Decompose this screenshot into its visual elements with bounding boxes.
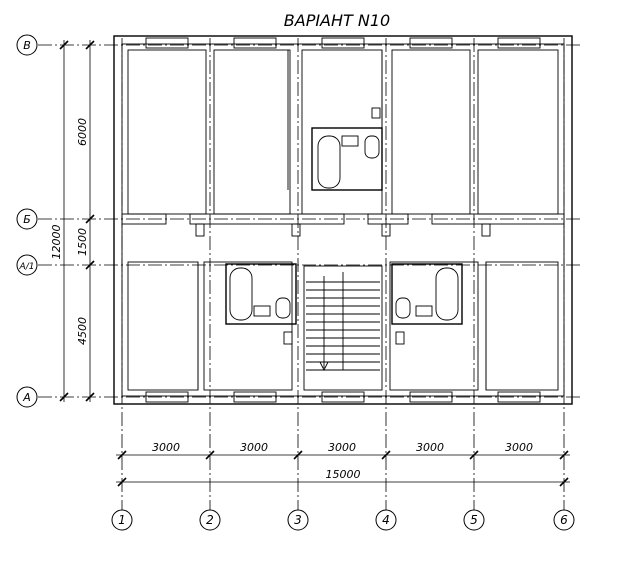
axis-bubble-4 [375,509,397,531]
axis-label-3: 3 [294,513,302,527]
vent-icon [283,331,293,345]
vent-icon [395,331,405,345]
axis-label-a1: А/1 [19,262,35,272]
window-top-2 [233,37,277,49]
axis-bubbles-vertical: 1 2 3 4 5 6 [111,509,575,531]
axis-label-2: 2 [206,513,214,527]
bathroom-right [391,263,463,345]
corridor-wall-mid-left [189,213,345,225]
toilet-icon [364,135,380,159]
bathtub-icon [435,267,459,321]
axis-bubble-b [16,208,38,230]
axis-label-v: В [23,39,31,52]
dim-overall-width: 15000 [326,468,361,481]
window-bottom-1 [145,391,189,403]
axis-bubble-1 [111,509,133,531]
bathroom-left-enclosure [225,263,297,325]
dim-bay-1: 3000 [152,441,180,454]
corridor-wall-left [121,213,167,225]
window-top-5 [497,37,541,49]
axis-label-6: 6 [560,513,568,527]
dim-bay-5: 3000 [505,441,533,454]
grid-axes [38,38,580,512]
room-bottom-4 [389,261,479,391]
dim-depth-4500: 4500 [76,317,89,345]
corridor-stub-2 [291,223,301,237]
dim-bay-4: 3000 [416,441,444,454]
corridor-wall-right [431,213,565,225]
room-top-4 [391,49,471,215]
dim-depth-1500: 1500 [76,228,89,256]
bathroom-top-enclosure [311,127,383,191]
dim-depth-overall: 12000 [50,225,63,260]
bathtub-icon [229,267,253,321]
drawing-title: ВАРІАНТ N10 [284,11,390,30]
axis-bubble-a1 [16,254,38,276]
bathtub-icon [317,135,341,189]
dim-bay-3: 3000 [328,441,356,454]
axis-label-4: 4 [382,513,390,527]
window-top-3 [321,37,365,49]
stairwell [303,265,383,391]
axis-label-5: 5 [470,513,478,527]
axis-bubble-5 [463,509,485,531]
axis-bubble-2 [199,509,221,531]
room-top-5 [477,49,559,215]
axis-bubble-3 [287,509,309,531]
left-dimensions: 12000 6000 1500 4500 [50,40,95,402]
axis-label-b: Б [23,213,31,226]
bathroom-right-enclosure [391,263,463,325]
axis-bubbles-horizontal: В Б А/1 А [16,34,38,408]
room-bottom-2 [203,261,293,391]
window-bottom-4 [409,391,453,403]
building-walls [113,35,573,405]
bottom-dimensions: 3000 3000 3000 3000 3000 15000 [116,441,570,487]
dim-depth-6000: 6000 [76,118,89,146]
corridor-stub-4 [481,223,491,237]
room-bottom-1 [127,261,199,391]
room-top-2 [213,49,291,215]
outer-wall-outline [113,35,573,405]
bathroom-left [225,263,297,345]
bathroom-top [311,107,383,191]
corridor-stub-1 [195,223,205,237]
sink-icon [341,135,359,147]
corridor-stub-3 [381,223,391,237]
stair-arrowhead [319,361,329,372]
sink-icon [415,305,433,317]
room-top-1 [127,49,207,215]
axis-bubble-6 [553,509,575,531]
toilet-icon [395,297,411,319]
window-top-1 [145,37,189,49]
window-bottom-2 [233,391,277,403]
window-top-4 [409,37,453,49]
vent-icon [371,107,381,119]
dim-bay-2: 3000 [240,441,268,454]
room-bottom-5 [485,261,559,391]
stair-treads [306,281,380,371]
axis-bubble-a [16,386,38,408]
window-bottom-3 [321,391,365,403]
sink-icon [253,305,271,317]
axis-label-1: 1 [118,513,126,527]
axis-bubble-v [16,34,38,56]
axis-label-a: А [22,391,31,404]
window-bottom-5 [497,391,541,403]
toilet-icon [275,297,291,319]
